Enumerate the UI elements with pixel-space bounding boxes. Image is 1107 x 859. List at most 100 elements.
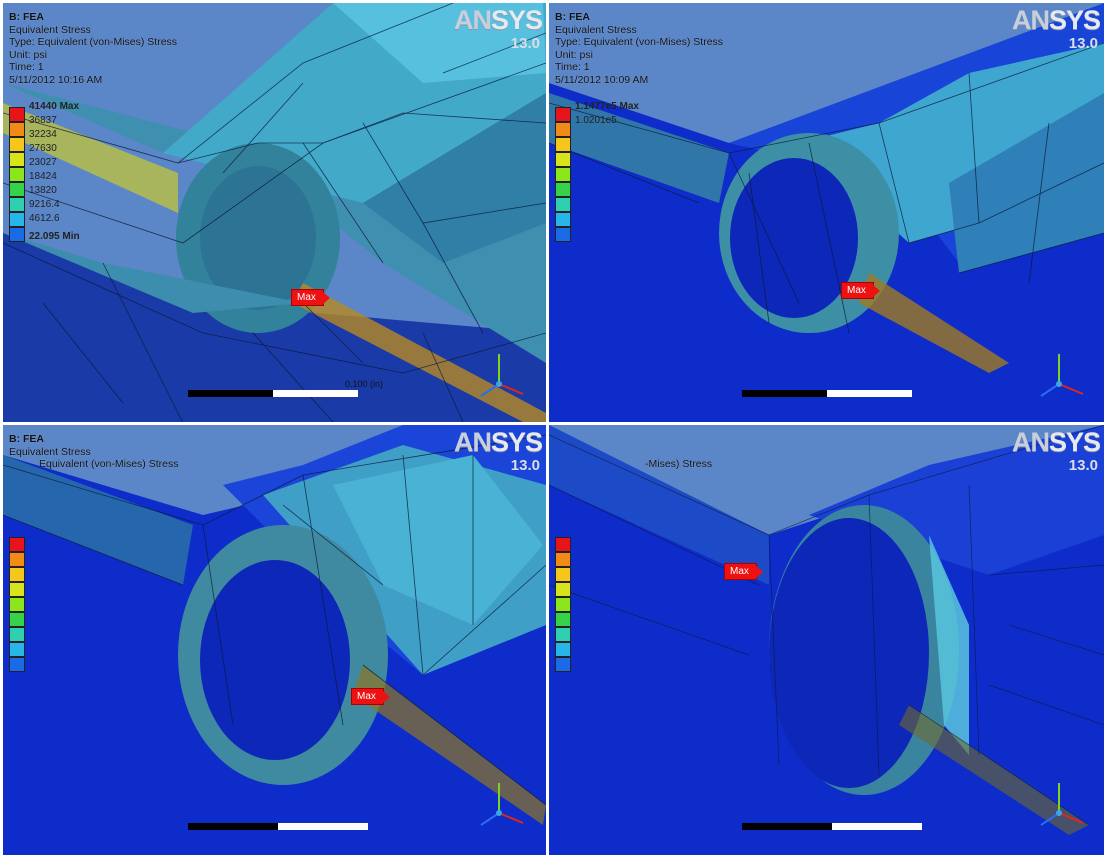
version-label: 13.0 [1068,457,1098,474]
stress-legend [9,107,25,242]
scale-bar-white [273,390,358,397]
legend-swatch [555,122,571,137]
stress-mesh-render [549,425,1104,855]
scale-bar-white [827,390,912,397]
result-type: Type: Equivalent (von-Mises) Stress [9,36,178,49]
version-label: 13.0 [510,35,540,52]
legend-swatch [555,627,571,642]
fea-viewport-4[interactable]: -Mises) Stress ANSYS 13.0 Max [549,425,1104,855]
fea-viewport-2[interactable]: B: FEA Equivalent Stress Type: Equivalen… [549,3,1104,422]
legend-swatch [9,552,25,567]
max-probe-tag[interactable]: Max [841,282,880,299]
result-type: -Mises) Stress [645,458,713,470]
legend-swatch [555,642,571,657]
fea-viewport-3[interactable]: B: FEA Equivalent Stress Equivalent (von… [3,425,546,855]
legend-swatch [555,597,571,612]
legend-max-value: 41440 Max [29,101,80,112]
stress-mesh-render [549,3,1104,422]
logo-an: AN [1011,5,1050,35]
legend-swatch [555,657,571,672]
legend-swatch [9,122,25,137]
scale-bar [742,823,832,830]
result-time: Time: 1 [9,61,44,74]
result-date: 5/11/2012 10:16 AM [9,73,103,86]
legend-swatch [555,107,571,122]
axis-triad-icon[interactable] [471,348,531,408]
legend-value: 4612.6 [29,213,60,224]
legend-swatch [9,182,25,197]
legend-value: 36837 [29,115,57,126]
legend-swatch [9,227,25,242]
legend-swatch [555,167,571,182]
axis-triad-icon[interactable] [1031,348,1091,408]
legend-swatch [555,567,571,582]
logo-an: AN [453,427,492,457]
analysis-title: B: FEA [9,11,44,23]
legend-swatch [9,152,25,167]
legend-value: 9216.4 [29,199,60,210]
legend-swatch [555,212,571,227]
legend-swatch [9,657,25,672]
legend-swatch [9,212,25,227]
result-type: Type: Equivalent (von-Mises) Stress [555,36,724,49]
ansys-logo: ANSYS [1011,5,1101,36]
stress-mesh-render [3,3,546,422]
result-header: B: FEA Equivalent Stress Type: Equivalen… [9,11,177,87]
legend-swatch [555,552,571,567]
scale-bar [188,823,278,830]
logo-an: AN [1011,427,1050,457]
result-header: -Mises) Stress [555,433,712,471]
legend-swatch [9,137,25,152]
scale-bar-white [278,823,368,830]
scale-bar [742,390,827,397]
legend-swatch [555,182,571,197]
ansys-logo: ANSYS [454,5,543,36]
result-unit: Unit: psi [555,48,593,61]
logo-sys: SYS [490,5,543,35]
result-header: B: FEA Equivalent Stress Equivalent (von… [9,433,178,471]
logo-sys: SYS [490,427,543,457]
legend-value: 32234 [29,129,57,140]
version-label: 13.0 [510,457,540,474]
stress-legend [555,537,571,672]
max-probe-tag[interactable]: Max [291,289,330,306]
stress-mesh-render [3,425,546,855]
result-unit: Unit: psi [9,48,47,61]
legend-swatch [9,642,25,657]
legend-swatch [9,537,25,552]
legend-value: 18424 [29,171,57,182]
max-probe-tag[interactable]: Max [351,688,390,705]
analysis-title: B: FEA [555,11,590,23]
legend-swatch [9,612,25,627]
legend-swatch [9,582,25,597]
logo-sys: SYS [1048,5,1101,35]
fea-viewport-1[interactable]: B: FEA Equivalent Stress Type: Equivalen… [3,3,546,422]
scale-bar-white [832,823,922,830]
legend-swatch [555,152,571,167]
legend-swatch [9,107,25,122]
axis-triad-icon[interactable] [1031,777,1091,837]
legend-min-value: 22.095 Min [29,231,80,242]
legend-swatch [9,567,25,582]
axis-triad-icon[interactable] [471,777,531,837]
legend-value: 1.0201e5 [575,115,617,126]
legend-swatch [555,537,571,552]
legend-swatch [9,197,25,212]
scale-bar [188,390,273,397]
ansys-logo: ANSYS [1011,427,1101,458]
legend-value: 23027 [29,157,57,168]
ansys-logo: ANSYS [453,427,543,458]
stress-legend [555,107,571,242]
result-type: Equivalent (von-Mises) Stress [39,458,179,471]
legend-swatch [555,197,571,212]
legend-max-value: 1.1477e5 Max [575,101,639,112]
result-name: Equivalent Stress [9,23,91,36]
legend-swatch [555,612,571,627]
max-probe-tag[interactable]: Max [724,563,763,580]
result-name: Equivalent Stress [9,445,91,458]
legend-value: 27630 [29,143,57,154]
legend-swatch [9,627,25,642]
legend-value: 13820 [29,185,57,196]
logo-sys: SYS [1048,427,1101,457]
legend-swatch [555,137,571,152]
